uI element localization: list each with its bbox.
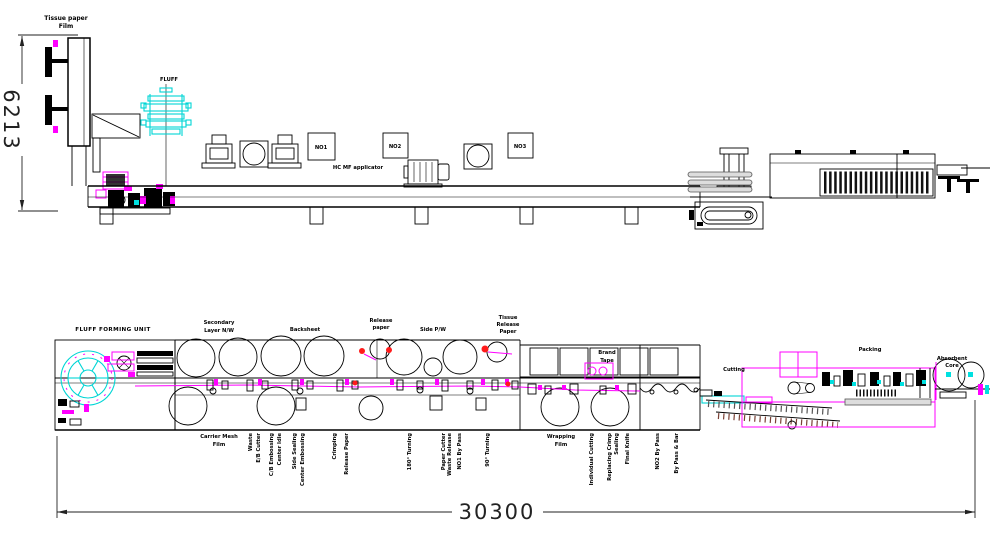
aux-machine-1 [201,134,236,169]
process-label-release-paper: Release Paper [344,433,350,475]
process-label-eb-cutter: E/B Cutter [256,433,262,463]
absorbent-label-line2: Core [945,363,959,369]
roll-stand [463,143,493,170]
fluff-forming-unit-label: FLUFF FORMING UNIT [75,327,150,333]
height-dimension-text: 6213 [0,89,23,150]
carrier-mesh-label-line1: Carrier Mesh [200,434,238,440]
process-label-individual-cutting: Individual Cutting [589,433,595,486]
process-label-paper-cutter: Paper Cutter [441,433,447,471]
plan-frame [54,339,701,431]
unwind-rolls-bottom-row [168,386,630,427]
stacker-conveyor [689,201,764,230]
release-paper-label-line1: Release [370,318,393,324]
station-box-no1-label: NO1 [315,145,328,151]
packer-machine-top [769,150,990,199]
release-paper-label-line2: paper [372,325,389,331]
tissue-paper-label-line2: Film [59,23,73,30]
station-box-no2-label: NO2 [389,144,402,150]
tissue-release-label-line2: Release [497,322,520,328]
process-label-replacing-crimp: Replacing Crimp [607,433,613,481]
process-label-side-sealing: Side Sealing [292,433,298,470]
process-label-180-turning: 180° Turning [407,433,413,471]
web-deck-fittings [134,379,641,411]
hc-mf-applicator-label: HC MF applicator [333,165,384,171]
cutting-conveyor [699,389,841,430]
process-label-center-embossing: Center Embossing [300,433,306,486]
transfer-tower [687,147,772,198]
secondary-layer-label-line1: Secondary [204,320,235,326]
wrapping-film-label-line1: Wrapping [547,434,576,440]
side-pw-label: Side P/W [420,327,446,333]
process-label-no1-bypass: NO1 By Pass [457,433,463,470]
hm-applicator-unit [403,159,450,188]
tissue-paper-label-line1: Tissue paper [44,15,87,22]
bottom-view: FLUFF FORMING UNIT [54,315,990,524]
cutting-label: Cutting [723,367,745,373]
length-dimension: 30300 [56,400,976,524]
process-label-waste-release: Waste Release [447,433,453,476]
tissue-release-label-line1: Tissue [499,315,518,321]
secondary-layer-label-line2: Layer N/W [204,328,234,334]
aux-machine-3 [267,134,302,169]
process-label-center-idle: Center Idle [277,433,283,466]
absorbent-core-rolls [932,358,990,400]
brand-tape-label-line2: Tape [600,358,614,364]
feed-chute [91,113,141,173]
process-labels: Waste E/B Cutter C/B Embossing Center Id… [248,433,680,486]
process-label-no2-bypass: NO2 By Pass [655,433,661,470]
fluff-label: FLUFF [160,77,178,83]
base-frame [87,185,701,225]
fluff-mill [140,84,192,186]
length-dimension-text: 30300 [459,500,536,524]
process-label-bypass-bar: By Pass & Bar [674,433,680,474]
forming-section-plan [58,351,174,426]
unwind-rolls-top-row [176,335,513,378]
packing-machine [741,351,936,428]
process-label-waste: Waste [248,433,254,452]
forming-head-cluster [95,171,175,215]
tissue-release-label-line3: Paper [500,329,517,335]
carrier-mesh-label-line2: Film [213,442,226,448]
station-box-no3: NO3 [507,132,534,159]
backsheet-label: Backsheet [290,327,321,333]
process-label-cb-embossing: C/B Embossing [269,433,275,476]
process-label-final-knife: Final Knife [625,433,631,465]
packing-label: Packing [859,347,882,353]
brand-tape-label-line1: Brand [598,350,616,356]
station-box-no2: NO2 [382,132,409,159]
top-view: Tissue paper Film FLUFF [0,15,990,230]
absorbent-label-line1: Absorbent [937,356,968,362]
station-box-no1: NO1 [307,132,336,161]
process-label-90-turning: 90° Turning [485,433,491,467]
wrapping-film-label-line2: Film [555,442,568,448]
process-label-crimping: Crimping [332,433,338,460]
process-label-sealing: Sealing [614,433,620,455]
station-box-no3-label: NO3 [514,144,527,150]
height-dimension: 6213 [0,34,78,212]
crossfold-section [527,347,701,395]
aux-machine-2 [239,140,269,168]
tissue-unwinder [45,37,91,186]
